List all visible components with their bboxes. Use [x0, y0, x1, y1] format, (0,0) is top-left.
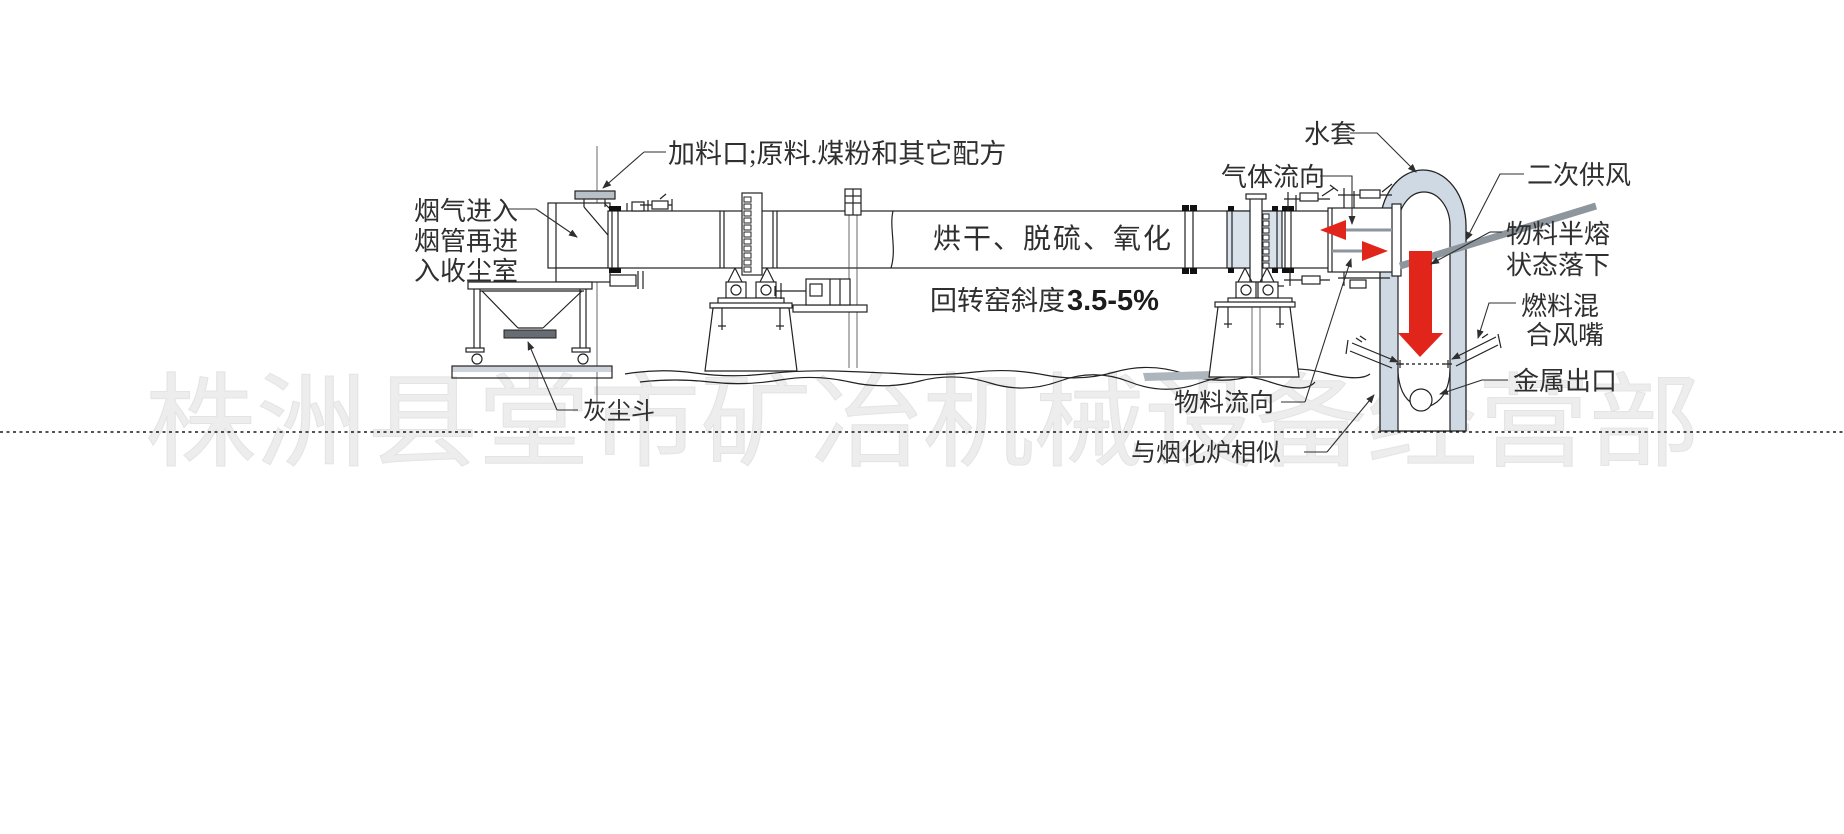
label-semi-molten-2: 状态落下	[1506, 251, 1610, 280]
label-kiln-slope-value: 3.5-5%	[1067, 285, 1159, 317]
label-semi-molten-1: 物料半熔	[1506, 220, 1610, 249]
label-feed-inlet: 加料口;原料.煤粉和其它配方	[668, 139, 1006, 169]
hopper-base-plate	[451, 365, 613, 379]
furnace-interior	[1396, 251, 1452, 412]
riser-duct	[547, 202, 611, 269]
leader-metal-outlet	[1439, 379, 1508, 395]
kiln-tyre-1	[719, 192, 778, 276]
duct-stub-pipe	[609, 274, 637, 287]
leader-fuming-note	[1304, 394, 1375, 453]
label-dust-hopper: 灰尘斗	[583, 398, 655, 425]
watermark-text: 株洲县堂市矿冶机械设备经营部	[145, 366, 1700, 480]
label-gas-flow: 气体流向	[1221, 163, 1325, 192]
dust-hopper	[451, 281, 613, 379]
leader-flue-gas	[508, 208, 578, 238]
secondary-air-pipe	[1398, 202, 1598, 270]
label-flue-gas-3: 入收尘室	[414, 257, 518, 286]
label-kiln-process: 烘干、脱硫、氧化	[933, 223, 1173, 255]
label-fuel-nozzle-1: 燃料混	[1521, 292, 1599, 321]
leader-fuel-nozzle	[1477, 302, 1516, 339]
leader-dust-hopper	[527, 341, 578, 411]
leader-material-flow	[1281, 258, 1352, 403]
leader-gas-flow	[1320, 175, 1356, 225]
leader-water-jacket	[1350, 132, 1417, 173]
discharge-column	[1249, 197, 1263, 283]
leader-lines	[508, 132, 1524, 453]
fuel-nozzle-left	[1345, 335, 1399, 369]
label-water-jacket: 水套	[1304, 120, 1356, 149]
leader-secondary-air	[1465, 173, 1524, 241]
hopper-outlet-flange	[503, 329, 557, 339]
metal-outlet-circle	[1409, 388, 1433, 412]
leader-feed-inlet	[602, 151, 666, 189]
gas-flow-arrow	[1320, 220, 1392, 240]
label-flue-gas-1: 烟气进入	[414, 197, 518, 226]
drive-motor	[774, 278, 868, 313]
support-pier-2	[1208, 267, 1300, 378]
rotary-kiln-shell	[607, 188, 1333, 368]
discharge-seal-band	[1226, 193, 1283, 283]
material-flow-arrow	[1332, 241, 1388, 261]
feed-end	[547, 146, 653, 402]
labels: 加料口;原料.煤粉和其它配方 烟气进入 烟管再进 入收尘室 气体流向 水套 二次…	[414, 120, 1631, 467]
shell-top-fittings	[626, 193, 673, 212]
label-metal-outlet: 金属出口	[1513, 367, 1617, 396]
label-fuming-note: 与烟化炉相似	[1131, 439, 1281, 467]
label-fuel-nozzle-2: 合风嘴	[1526, 321, 1604, 350]
feed-port-flange	[574, 190, 616, 200]
leader-semi-molten	[1430, 231, 1502, 265]
label-secondary-air: 二次供风	[1527, 161, 1631, 190]
material-drop-arrow	[1409, 251, 1432, 333]
label-material-flow: 物料流向	[1174, 389, 1274, 417]
discharge-housing	[1327, 183, 1402, 289]
housing-end-flange	[1391, 203, 1402, 277]
support-pier-1	[704, 267, 798, 372]
label-flue-gas-2: 烟管再进	[414, 227, 518, 256]
label-kiln-slope: 回转窑斜度	[930, 286, 1065, 316]
